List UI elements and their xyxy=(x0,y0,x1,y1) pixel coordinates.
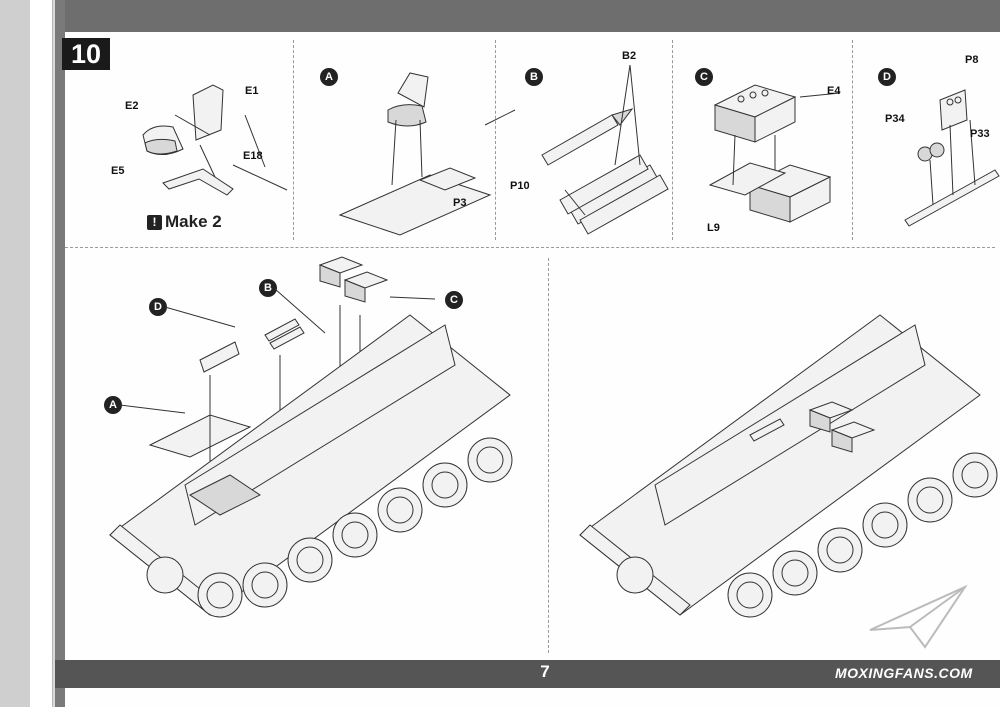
paper-plane-logo xyxy=(869,584,968,649)
instrument-panel-diagram xyxy=(904,89,1000,227)
hull-assembly-completed-diagram xyxy=(579,314,998,618)
watermark-text: MOXINGFANS.COM xyxy=(835,665,973,681)
panel-divider xyxy=(293,40,294,240)
sub-step-marker-c: C xyxy=(695,68,713,86)
part-label: L9 xyxy=(707,222,720,234)
part-label: E5 xyxy=(111,165,125,177)
part-label: B2 xyxy=(622,50,637,62)
hull-assembly-exploded-diagram xyxy=(109,256,513,618)
part-label: P8 xyxy=(965,54,979,66)
sub-step-marker-b: B xyxy=(525,68,543,86)
column-divider xyxy=(548,258,549,653)
seat-diagram xyxy=(142,84,288,196)
part-label: E4 xyxy=(827,85,841,97)
seat-mount-diagram xyxy=(338,72,516,236)
bottom-band xyxy=(55,660,1000,688)
make-quantity-note: ! Make 2 xyxy=(147,212,222,232)
warning-icon: ! xyxy=(147,214,162,230)
panel-divider xyxy=(672,40,673,240)
storage-box-diagram xyxy=(708,84,841,223)
assembly-marker-c: C xyxy=(445,291,463,309)
part-label: P10 xyxy=(510,180,530,192)
page-shadow xyxy=(0,0,34,707)
instruction-page: 10 E1 E2 E5 E18 ! Make 2 A P3 B xyxy=(55,0,1000,707)
panel-divider xyxy=(495,40,496,240)
step-number-badge: 10 xyxy=(62,38,110,70)
sub-step-marker-a: A xyxy=(320,68,338,86)
assembly-marker-a: A xyxy=(104,396,122,414)
page-edge xyxy=(30,0,53,707)
assembly-marker-d: D xyxy=(149,298,167,316)
part-label: P33 xyxy=(970,128,990,140)
page-number: 7 xyxy=(540,662,550,681)
sub-step-marker-d: D xyxy=(878,68,896,86)
part-label: E1 xyxy=(245,85,259,97)
part-label: P3 xyxy=(453,197,467,209)
part-label: P34 xyxy=(885,113,905,125)
part-label: E18 xyxy=(243,150,263,162)
top-band xyxy=(55,0,1000,32)
ammo-rack-diagram xyxy=(541,64,669,235)
assembly-marker-b: B xyxy=(259,279,277,297)
row-divider xyxy=(65,247,995,248)
left-band xyxy=(55,0,65,707)
part-label: E2 xyxy=(125,100,139,112)
panel-divider xyxy=(852,40,853,240)
